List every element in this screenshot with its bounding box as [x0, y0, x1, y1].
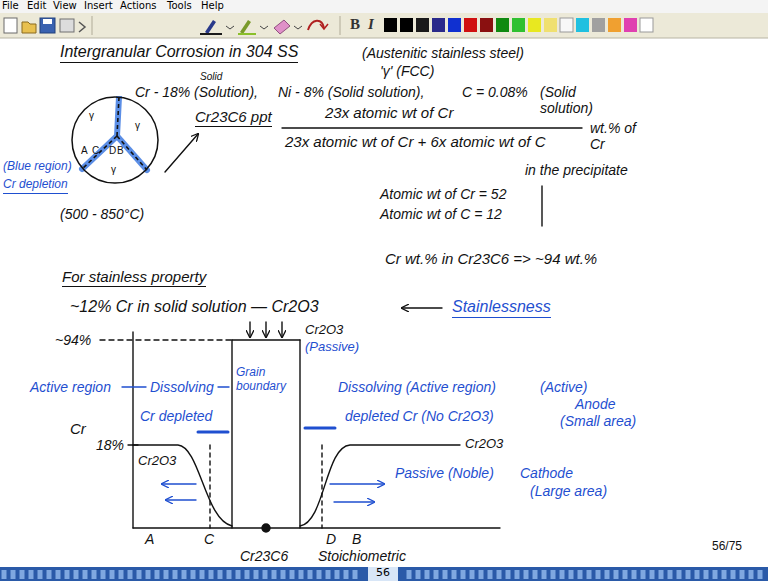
heading: For stainless property [62, 268, 206, 287]
arrow-left [402, 307, 442, 308]
statement: ~12% Cr in solid solution — Cr2O3 [70, 298, 319, 316]
level-label: ~94% [55, 332, 91, 348]
fraction-bar [282, 127, 582, 128]
result: Cr wt.% in Cr23C6 => ~94 wt.% [385, 250, 597, 267]
grain-label: A [81, 145, 88, 157]
note: 'γ' (FCC) [380, 63, 434, 79]
cr-profile-left [133, 445, 232, 526]
position-label: B [352, 531, 361, 547]
oxide-label: Cr2O3 [305, 323, 343, 338]
note: (Passive) [305, 340, 359, 355]
tool-bar [0, 13, 768, 38]
position-label: C [204, 531, 214, 547]
grain-label: γ [111, 164, 116, 176]
grain-circle: γγγACDB [71, 96, 159, 184]
axis-note: Stoichiometric [318, 548, 406, 564]
axis-label: Cr [70, 420, 86, 437]
region-label: (Small area) [560, 413, 636, 429]
note: wt.% of Cr [590, 120, 636, 152]
menu-bar [0, 0, 768, 13]
y-axis [132, 332, 133, 528]
menu-item: File [2, 0, 19, 12]
note: in the precipitate [525, 162, 628, 178]
constant: Atomic wt of Cr = 52 [380, 186, 506, 202]
fraction-denominator: 23x atomic wt of Cr + 6x atomic wt of C [285, 133, 546, 150]
note: Cr depletion [3, 178, 68, 194]
oxide-label: Cr2O3 [138, 454, 176, 469]
grain-label: B [117, 145, 124, 157]
page-indicator: 56 [376, 567, 390, 580]
tool-icons [4, 16, 340, 35]
composition: Ni - 8% (Solid solution), [278, 84, 424, 100]
region-label: depleted Cr (No Cr2O3) [345, 408, 494, 424]
region-label: Dissolving [150, 379, 214, 395]
composition: Cr - 18% (Solution), [135, 84, 258, 100]
italic-button: I [368, 16, 374, 33]
menu-item: Actions [120, 0, 157, 12]
leader-line [122, 386, 146, 387]
depletion-mark [198, 431, 228, 434]
position-label: D [326, 531, 336, 547]
region-label: Dissolving (Active region) [338, 379, 496, 395]
menu-item: View [53, 0, 77, 12]
dash-c [209, 445, 210, 528]
region-label: (Active) [540, 379, 587, 395]
region-label: Anode [575, 396, 615, 412]
status-bar [0, 567, 768, 581]
fraction-numerator: 23x atomic wt of Cr [325, 104, 453, 121]
level-94 [100, 339, 232, 340]
x-axis [133, 527, 500, 528]
note: (Austenitic stainless steel) [362, 45, 524, 61]
note: Stainlessness [452, 298, 551, 318]
region-label: Cr depleted [140, 408, 212, 424]
temperature: (500 - 850°C) [60, 206, 144, 222]
note: (Blue region) [3, 160, 72, 174]
region-label: Cathode [520, 465, 573, 481]
grain-label: γ [89, 110, 94, 122]
note: Solid [200, 71, 222, 83]
menu-item: Tools [167, 0, 192, 12]
composition: (Solid solution) [540, 84, 604, 116]
oxide-label: Cr2O3 [465, 437, 503, 452]
bold-button: B [350, 16, 360, 33]
carbide-top [232, 339, 300, 340]
grain-label: γ [135, 120, 140, 132]
region-label: (Large area) [530, 483, 607, 499]
menu-item: Insert [84, 0, 113, 12]
dash-d [321, 445, 322, 528]
divider-stroke [541, 186, 542, 226]
composition: C = 0.08% [462, 84, 528, 100]
pointer-arrow [165, 134, 198, 172]
carbide-dot [262, 524, 270, 532]
menu-item: Edit [27, 0, 46, 12]
precipitate: Cr23C6 ppt [195, 108, 272, 127]
depletion-mark [305, 427, 335, 430]
position-label: A [145, 531, 154, 547]
leader-line [218, 386, 229, 387]
color-palette [384, 18, 653, 32]
grain-label: C [92, 145, 99, 157]
axis-note: Cr23C6 [240, 548, 288, 564]
level-label: 18% [96, 437, 124, 453]
cr-profile-right [300, 445, 460, 526]
grain-label: D [109, 145, 116, 157]
region-label: Passive (Noble) [395, 465, 494, 481]
page-number: 56/75 [712, 540, 742, 554]
carbide-left [231, 340, 232, 528]
region-label: Active region [30, 379, 111, 395]
region-label: Grain boundary [236, 366, 298, 394]
menu-item: Help [201, 0, 224, 12]
constant: Atomic wt of C = 12 [380, 206, 502, 222]
slide-title: Intergranular Corrosion in 304 SS [60, 43, 298, 63]
carbide-right [299, 340, 300, 528]
